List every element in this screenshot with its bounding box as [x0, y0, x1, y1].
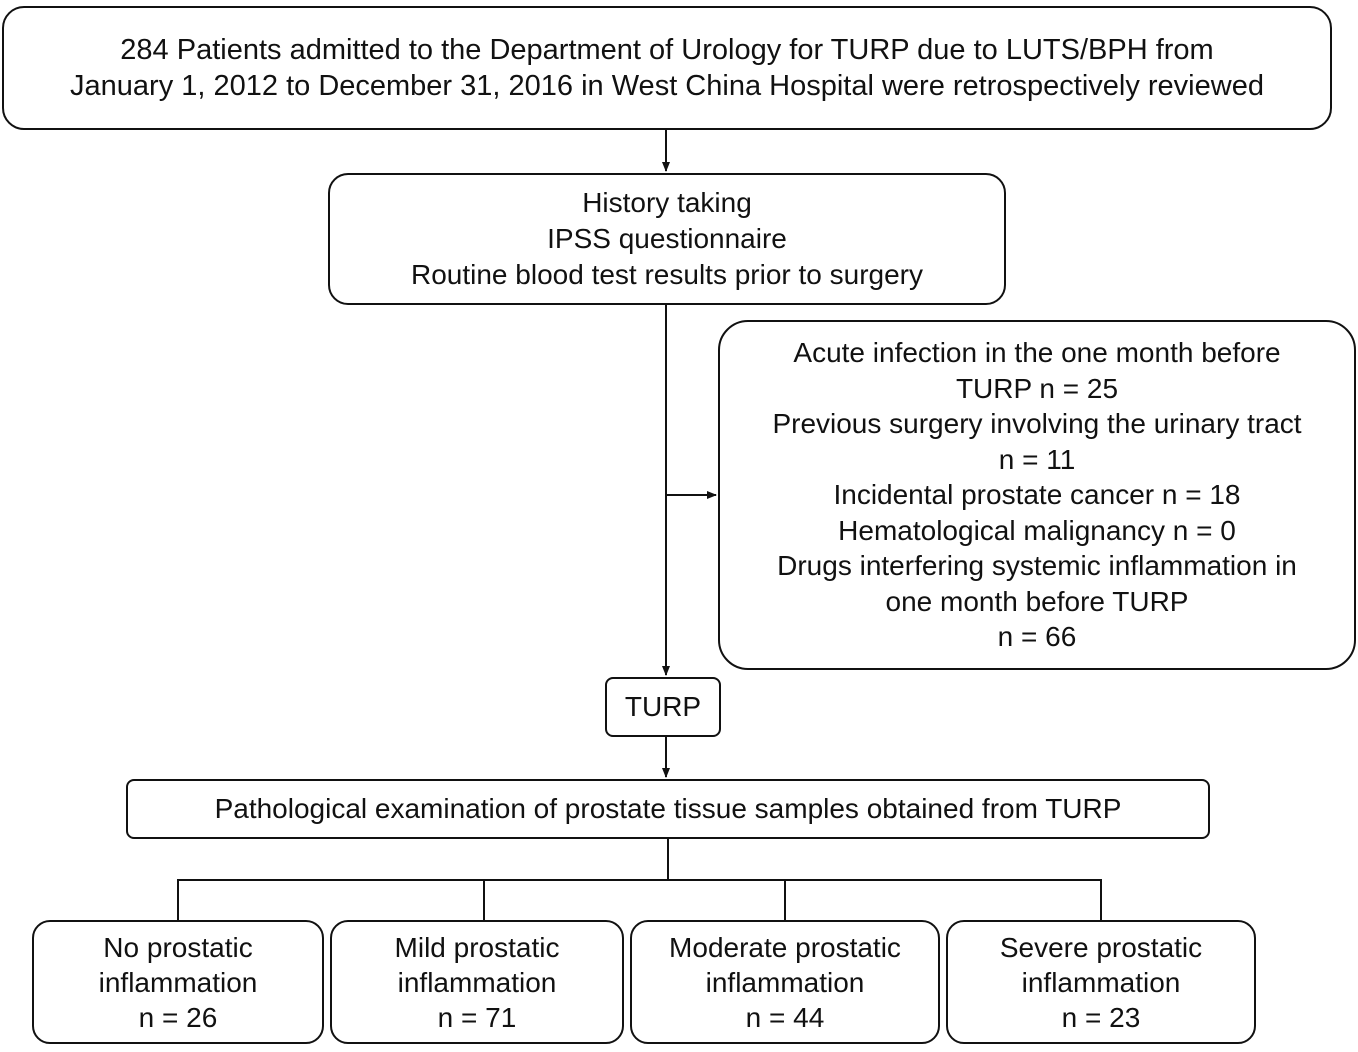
- exclusion-line: Previous surgery involving the urinary t…: [772, 408, 1302, 440]
- group-box-no-inflammation: No prostatic inflammation n = 26: [32, 920, 324, 1044]
- group-title-line: inflammation: [1021, 966, 1181, 998]
- group-title-line: Severe prostatic: [999, 931, 1203, 963]
- study-population-line: 284 Patients admitted to the Department …: [120, 34, 1214, 66]
- study-population-line: January 1, 2012 to December 31, 2016 in …: [70, 70, 1264, 102]
- group-title-line: Mild prostatic: [394, 931, 560, 963]
- screening-line: Routine blood test results prior to surg…: [410, 259, 924, 290]
- screening-line: IPSS questionnaire: [547, 223, 787, 254]
- group-count: n = 23: [1061, 1001, 1141, 1033]
- exclusion-line: Incidental prostate cancer n = 18: [833, 479, 1241, 511]
- pathology-label: Pathological examination of prostate tis…: [214, 793, 1122, 824]
- group-title-line: inflammation: [705, 966, 865, 998]
- group-title-line: inflammation: [397, 966, 557, 998]
- group-count: n = 26: [138, 1001, 218, 1033]
- exclusion-line: n = 66: [997, 621, 1077, 653]
- exclusion-criteria-box: Acute infection in the one month before …: [718, 320, 1356, 670]
- exclusion-line: one month before TURP: [885, 585, 1189, 617]
- study-population-box: 284 Patients admitted to the Department …: [2, 6, 1332, 130]
- exclusion-line: Acute infection in the one month before: [793, 337, 1281, 369]
- exclusion-line: Drugs interfering systemic inflammation …: [777, 550, 1297, 582]
- group-count: n = 44: [745, 1001, 825, 1033]
- exclusion-line: TURP n = 25: [955, 372, 1119, 404]
- turp-box: TURP: [605, 677, 721, 737]
- group-title-line: Moderate prostatic: [669, 931, 901, 963]
- group-box-mild-inflammation: Mild prostatic inflammation n = 71: [330, 920, 624, 1044]
- group-title-line: No prostatic: [103, 931, 253, 963]
- turp-label: TURP: [624, 691, 702, 722]
- group-box-moderate-inflammation: Moderate prostatic inflammation n = 44: [630, 920, 940, 1044]
- screening-line: History taking: [582, 187, 752, 218]
- exclusion-line: n = 11: [998, 443, 1076, 475]
- pathology-box: Pathological examination of prostate tis…: [126, 779, 1210, 839]
- group-title-line: inflammation: [98, 966, 258, 998]
- group-count: n = 71: [437, 1001, 517, 1033]
- screening-box: History taking IPSS questionnaire Routin…: [328, 173, 1006, 305]
- exclusion-line: Hematological malignancy n = 0: [838, 514, 1236, 546]
- group-box-severe-inflammation: Severe prostatic inflammation n = 23: [946, 920, 1256, 1044]
